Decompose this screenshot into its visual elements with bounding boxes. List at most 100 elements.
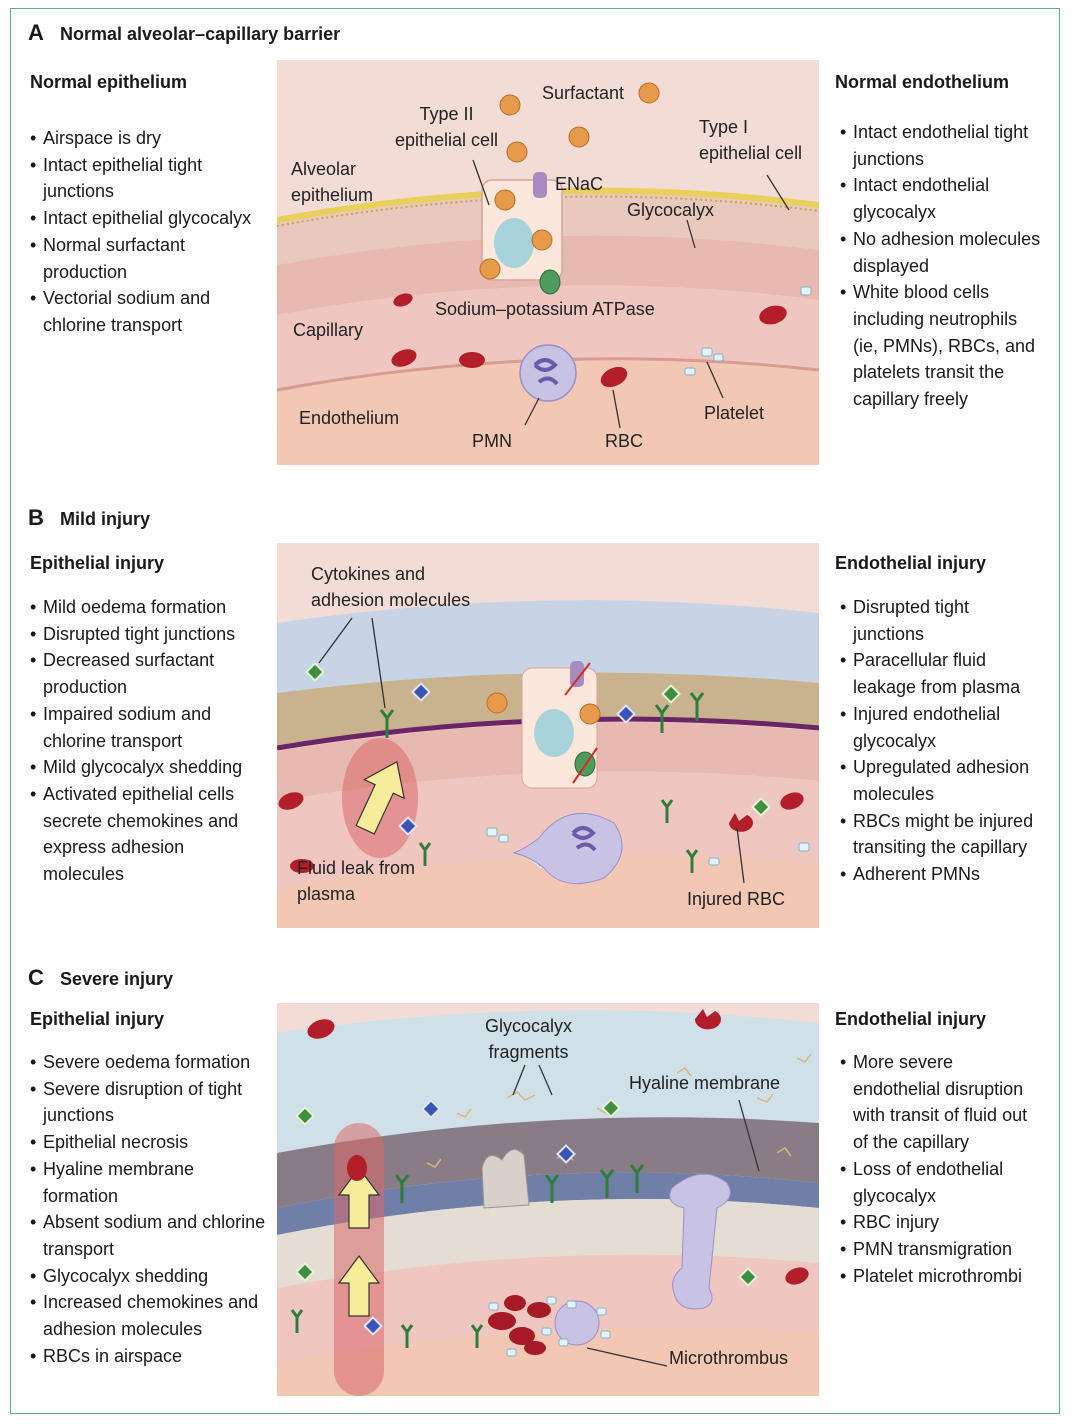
list-item: Airspace is dry — [30, 125, 270, 152]
section-c-letter: C — [28, 965, 44, 990]
adherent-pmn — [512, 812, 623, 885]
list-item: White blood cells including neutrophils … — [840, 279, 1045, 413]
list-item: Disrupted tight junctions — [30, 621, 265, 648]
list-item: Normal surfactant production — [30, 232, 270, 285]
label-hyaline-membrane: Hyaline membrane — [629, 1073, 781, 1093]
list-item: Platelet microthrombi — [840, 1263, 1045, 1290]
label-fluid-leak: Fluid leak from plasma — [297, 858, 416, 904]
list-item: Impaired sodium and chlorine transport — [30, 701, 265, 754]
list-item: PMN transmigration — [840, 1236, 1045, 1263]
label-injured-rbc: Injured RBC — [687, 889, 786, 909]
list-item: No adhesion molecules displayed — [840, 226, 1045, 279]
list-item: Disrupted tight junctions — [840, 594, 1045, 647]
transmigrating-pmn — [669, 1173, 731, 1310]
section-b-title: Mild injury — [60, 509, 150, 529]
section-b-left-heading: Epithelial injury — [30, 553, 165, 573]
panel-b-illustration: Cytokines and adhesion molecules Fluid l… — [277, 543, 819, 928]
section-c-left-list: Severe oedema formation Severe disruptio… — [30, 1049, 270, 1369]
adhesion-molecules — [379, 692, 705, 873]
arrow-up-icon — [337, 1254, 381, 1317]
list-item: Hyaline membrane formation — [30, 1156, 270, 1209]
panel-c-illustration: Glycocalyx fragments Hyaline membrane Mi… — [277, 1003, 819, 1396]
nucleus — [534, 709, 574, 757]
rbc-in-airspace — [347, 1155, 367, 1181]
section-a-title: Normal alveolar–capillary barrier — [60, 24, 341, 44]
list-item: Paracellular fluid leakage from plasma — [840, 647, 1045, 700]
enac-channel-icon — [533, 172, 547, 198]
section-a-right-list: Intact endothelial tight junctions Intac… — [840, 119, 1045, 413]
section-c-left-heading: Epithelial injury — [30, 1009, 165, 1029]
injured-rbc — [729, 813, 753, 832]
label-cytokines: Cytokines and adhesion molecules — [311, 564, 471, 610]
endothelium-layer — [277, 854, 819, 928]
list-item: RBCs might be injured transiting the cap… — [840, 808, 1045, 861]
panel-a-illustration: Surfactant Type II epithelial cell Type … — [277, 60, 819, 465]
arrow-up-icon — [355, 760, 405, 835]
list-item: Activated epithelial cells secrete chemo… — [30, 781, 265, 888]
rbcs — [278, 792, 804, 873]
section-c-right-heading: Endothelial injury — [835, 1009, 987, 1029]
endothelium-layer — [277, 1327, 819, 1396]
label-platelet: Platelet — [704, 403, 765, 423]
inhibited-mark — [564, 662, 591, 696]
section-b-left-list: Mild oedema formation Disrupted tight ju… — [30, 594, 265, 888]
figure-frame — [10, 8, 1060, 1414]
label-microthrombus: Microthrombus — [669, 1348, 789, 1368]
list-item: Severe oedema formation — [30, 1049, 270, 1076]
pmn-cell — [519, 344, 577, 402]
platelets — [684, 286, 812, 376]
nucleus — [494, 218, 534, 268]
section-b-right-heading: Endothelial injury — [835, 553, 987, 573]
list-item: Injured endothelial glycocalyx — [840, 701, 1045, 754]
label-glycocalyx: Glycocalyx — [627, 200, 715, 220]
list-item: Severe disruption of tight junctions — [30, 1076, 270, 1129]
rbcs — [391, 293, 787, 388]
capillary-lumen — [277, 285, 819, 390]
section-a-letter: A — [28, 20, 44, 45]
label-capillary: Capillary — [293, 320, 364, 340]
arrow-up-icon — [337, 1166, 381, 1229]
list-item: More severe endothelial disruption with … — [840, 1049, 1045, 1156]
label-surfactant: Surfactant — [542, 83, 625, 103]
necrotic-epithelial-cell — [481, 1149, 530, 1209]
list-item: Intact epithelial tight junctions — [30, 152, 270, 205]
endothelium-layer — [277, 358, 819, 465]
surfactant-particle — [486, 692, 508, 714]
rbcs — [307, 1009, 809, 1285]
section-a-left-heading: Normal epithelium — [30, 72, 188, 92]
list-item: RBCs in airspace — [30, 1343, 270, 1370]
sodium-potassium-atpase-icon — [539, 269, 561, 295]
section-b-letter: B — [28, 505, 44, 530]
surfactant-particles — [479, 82, 660, 280]
list-item: Mild oedema formation — [30, 594, 265, 621]
list-item: Increased chemokines and adhesion molecu… — [30, 1289, 270, 1342]
label-alveolar-epithelium: Alveolar epithelium — [291, 159, 374, 205]
label-type-i-cell: Type I epithelial cell — [699, 117, 803, 163]
cytokine-markers — [295, 1098, 758, 1336]
list-item: Upregulated adhesion molecules — [840, 754, 1045, 807]
list-item: Epithelial necrosis — [30, 1129, 270, 1156]
section-b-right-list: Disrupted tight junctions Paracellular f… — [840, 594, 1045, 888]
list-item: Mild glycocalyx shedding — [30, 754, 265, 781]
label-enac: ENaC — [555, 174, 604, 194]
list-item: Decreased surfactant production — [30, 647, 265, 700]
list-item: Intact endothelial tight junctions — [840, 119, 1045, 172]
platelets — [486, 827, 810, 866]
list-item: Intact endothelial glycocalyx — [840, 172, 1045, 225]
label-type-ii-cell: Type II epithelial cell — [395, 104, 499, 150]
label-endothelium: Endothelium — [299, 408, 400, 428]
surfactant-particle — [579, 703, 601, 725]
label-glycocalyx-fragments: Glycocalyx fragments — [485, 1016, 573, 1062]
list-item: Adherent PMNs — [840, 861, 1045, 888]
list-item: RBC injury — [840, 1209, 1045, 1236]
section-a-right-heading: Normal endothelium — [835, 72, 1010, 92]
list-item: Glycocalyx shedding — [30, 1263, 270, 1290]
list-item: Vectorial sodium and chlorine transport — [30, 285, 270, 338]
hyaline-membrane-layer — [277, 1117, 819, 1208]
label-pmn: PMN — [472, 431, 512, 451]
adhesion-molecules — [290, 1164, 645, 1348]
list-item: Loss of endothelial glycocalyx — [840, 1156, 1045, 1209]
label-atpase: Sodium–potassium ATPase — [435, 299, 655, 319]
section-c-title: Severe injury — [60, 969, 174, 989]
label-rbc: RBC — [605, 431, 644, 451]
